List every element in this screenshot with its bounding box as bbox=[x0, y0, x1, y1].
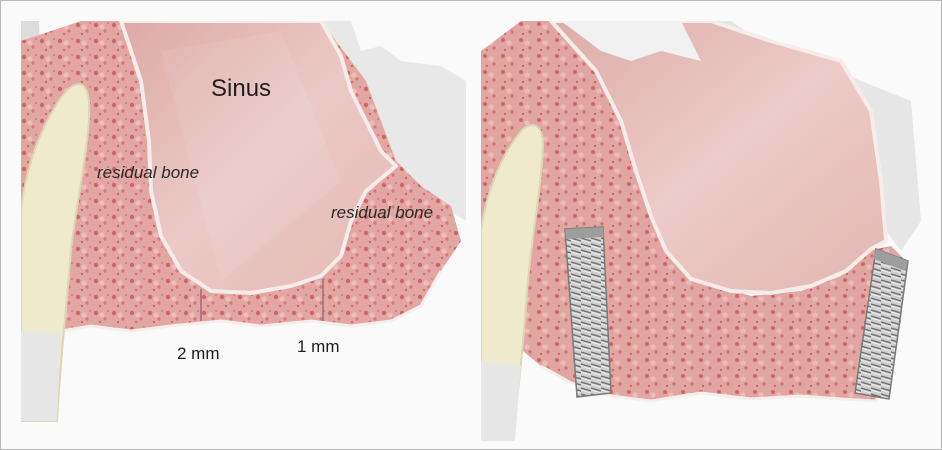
residual-bone-label-left: residual bone bbox=[97, 163, 199, 183]
measurement-label-1mm: 1 mm bbox=[297, 337, 340, 357]
right-illustration bbox=[481, 21, 921, 441]
gingiva-gray bbox=[481, 361, 521, 441]
sinus-label: Sinus bbox=[211, 75, 271, 103]
panel-before-augmentation: Sinus residual bone residual bone 2 mm 1… bbox=[21, 21, 466, 441]
measurement-label-2mm: 2 mm bbox=[177, 344, 220, 364]
gingiva-gray bbox=[21, 331, 61, 421]
residual-bone-label-right: residual bone bbox=[331, 203, 433, 223]
panel-after-augmentation bbox=[481, 21, 921, 441]
